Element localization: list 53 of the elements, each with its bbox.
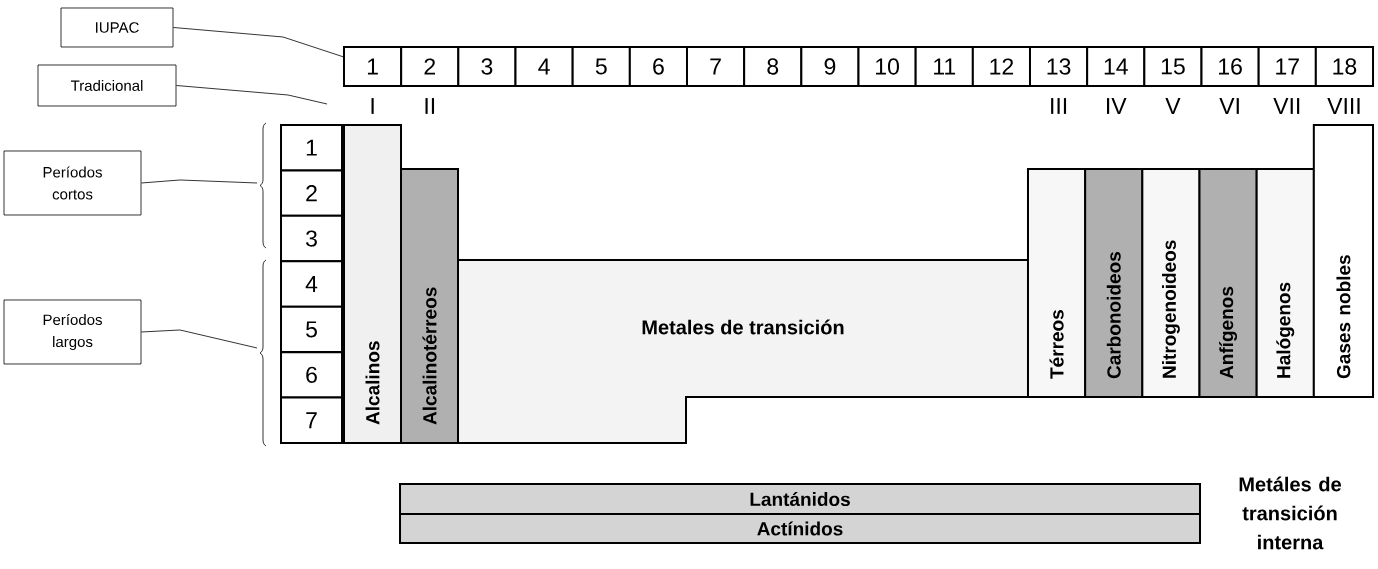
group-block: Anfígenos: [1198, 168, 1258, 398]
roman-numeral: IV: [1107, 98, 1127, 114]
group-number-cell: 16: [1200, 46, 1260, 87]
period-number-cell: 6: [280, 351, 343, 399]
group-number-cell: 12: [971, 46, 1032, 87]
roman-numeral: I: [371, 98, 374, 114]
series-band: Lantánidos: [399, 483, 1201, 515]
group-number-cell: 13: [1029, 46, 1089, 87]
roman-numeral: V: [1165, 98, 1181, 114]
group-number-cell: 3: [457, 46, 517, 87]
group-block: Carbonoideos: [1084, 168, 1144, 398]
group-block: Térreos: [1027, 168, 1087, 398]
group-block: Metales de transición: [457, 259, 1029, 444]
group-number-cell: 10: [857, 46, 917, 87]
group-number-cell: 9: [800, 46, 860, 87]
roman-numeral: VIII: [1327, 98, 1360, 114]
group-number-cell: 4: [514, 46, 574, 87]
group-number-cell: 17: [1257, 46, 1317, 87]
period-number-cell: 5: [280, 305, 343, 354]
period-number-cell: 1: [280, 124, 343, 172]
caption-text: Metáles de transición interna: [1239, 476, 1341, 550]
series-band: Actínidos: [399, 513, 1201, 544]
group-number-cell: 8: [743, 46, 803, 87]
group-block: Alcalinotérreos: [400, 168, 459, 444]
period-number-cell: 4: [280, 260, 343, 308]
group-number-cell: 15: [1143, 46, 1203, 87]
leader-line: [173, 27, 344, 58]
period-number-cell: 7: [280, 396, 343, 444]
label-box: IUPAC: [60, 7, 174, 48]
group-block: Gases nobles: [1312, 124, 1374, 398]
leader-line: [141, 179, 258, 184]
group-number-cell: 1: [343, 46, 403, 87]
group-number-cell: 7: [686, 46, 746, 87]
group-block: Halógenos: [1255, 168, 1315, 398]
label-box: Tradicional: [37, 64, 177, 107]
group-number-cell: 18: [1314, 46, 1374, 87]
label-box: Períodos largos: [3, 299, 142, 365]
period-number-cell: 3: [280, 214, 343, 263]
group-number-cell: 6: [628, 46, 689, 87]
leader-line: [141, 329, 258, 349]
leader-line: [176, 85, 328, 105]
roman-numeral: III: [1051, 98, 1067, 114]
group-number-cell: 5: [571, 46, 631, 87]
roman-numeral: II: [425, 98, 435, 114]
period-number-cell: 2: [280, 169, 343, 217]
group-block: Nitrogenoideos: [1141, 168, 1201, 398]
roman-numeral: VI: [1219, 98, 1239, 114]
label-box: Períodos cortos: [3, 150, 142, 216]
roman-numeral: VII: [1273, 98, 1300, 114]
group-block: Alcalinos: [343, 124, 402, 444]
group-number-cell: 2: [400, 46, 460, 87]
group-number-cell: 11: [914, 46, 974, 87]
group-number-cell: 14: [1086, 46, 1146, 87]
